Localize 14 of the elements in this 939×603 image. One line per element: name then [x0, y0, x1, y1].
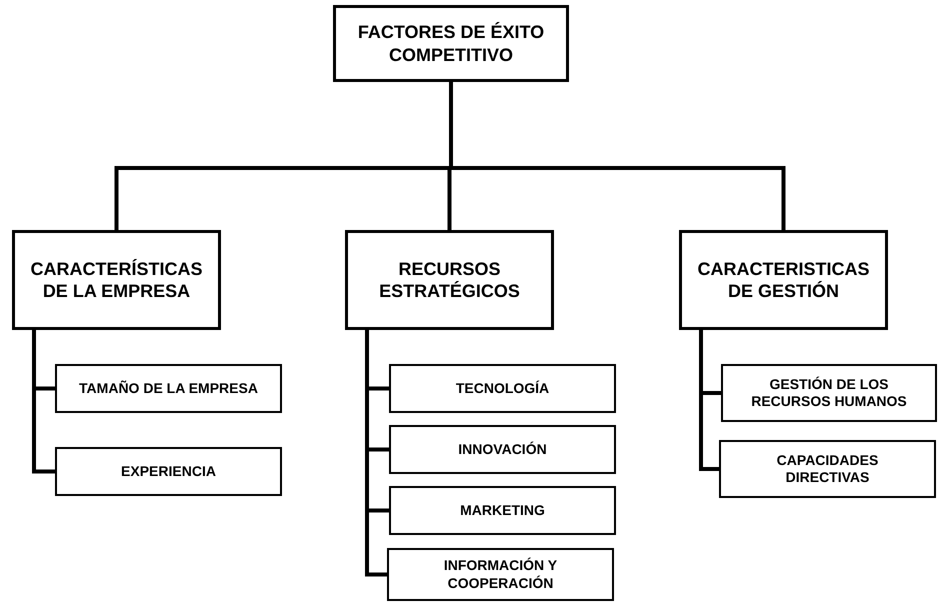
category-box: RECURSOS ESTRATÉGICOS [345, 230, 554, 330]
category-box: FACTORES DE ÉXITO COMPETITIVO [333, 5, 569, 82]
connector-line [365, 330, 387, 576]
item-box: CAPACIDADES DIRECTIVAS [719, 440, 936, 498]
item-box: TECNOLOGÍA [389, 364, 616, 413]
item-box: MARKETING [389, 486, 616, 535]
category-box: CARACTERISTICAS DE GESTIÓN [679, 230, 888, 330]
item-box: GESTIÓN DE LOS RECURSOS HUMANOS [721, 364, 937, 422]
connector-line [449, 82, 786, 230]
item-box: INFORMACIÓN Y COOPERACIÓN [387, 548, 614, 601]
item-box: INNOVACIÓN [389, 425, 616, 474]
category-box: CARACTERÍSTICAS DE LA EMPRESA [12, 230, 221, 330]
item-box: EXPERIENCIA [55, 447, 282, 496]
item-box: TAMAÑO DE LA EMPRESA [55, 364, 282, 413]
